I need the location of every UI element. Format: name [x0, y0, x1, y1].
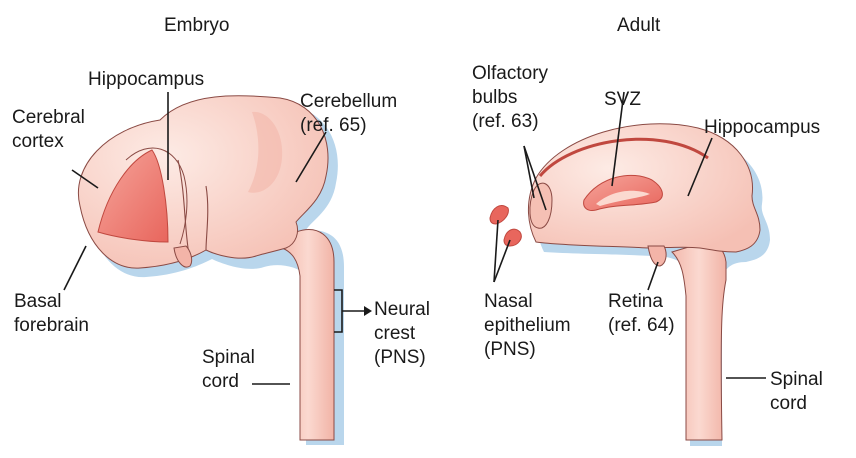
- embryo-brain-body: [78, 96, 328, 268]
- label-embryo-basal-forebrain: Basal forebrain: [14, 290, 89, 338]
- label-embryo-hippocampus: Hippocampus: [88, 68, 204, 92]
- label-adult-svz: SVZ: [604, 88, 641, 112]
- arrowhead-neural-crest: [364, 306, 372, 316]
- nasal-epithelium-upper: [490, 206, 508, 224]
- label-adult-olfactory-bulbs: Olfactory bulbs (ref. 63): [472, 62, 548, 134]
- label-embryo-cerebral-cortex: Cerebral cortex: [12, 106, 85, 154]
- label-adult-hippocampus: Hippocampus: [704, 116, 820, 140]
- adult-brain: [490, 124, 770, 446]
- adult-spinal-cord: [672, 243, 726, 440]
- label-adult-retina: Retina (ref. 64): [608, 290, 675, 338]
- adult-title: Adult: [617, 14, 660, 38]
- nasal-epithelium-lower: [504, 229, 521, 246]
- label-embryo-spinal-cord: Spinal cord: [202, 346, 255, 394]
- label-adult-nasal-epithelium: Nasal epithelium (PNS): [484, 290, 571, 362]
- embryo-title: Embryo: [164, 14, 229, 38]
- leader-embryo-basal: [64, 246, 86, 290]
- label-adult-spinal-cord: Spinal cord: [770, 368, 823, 416]
- label-embryo-neural-crest: Neural crest (PNS): [374, 298, 430, 370]
- leader-retina: [648, 262, 658, 290]
- label-embryo-cerebellum: Cerebellum (ref. 65): [300, 90, 397, 138]
